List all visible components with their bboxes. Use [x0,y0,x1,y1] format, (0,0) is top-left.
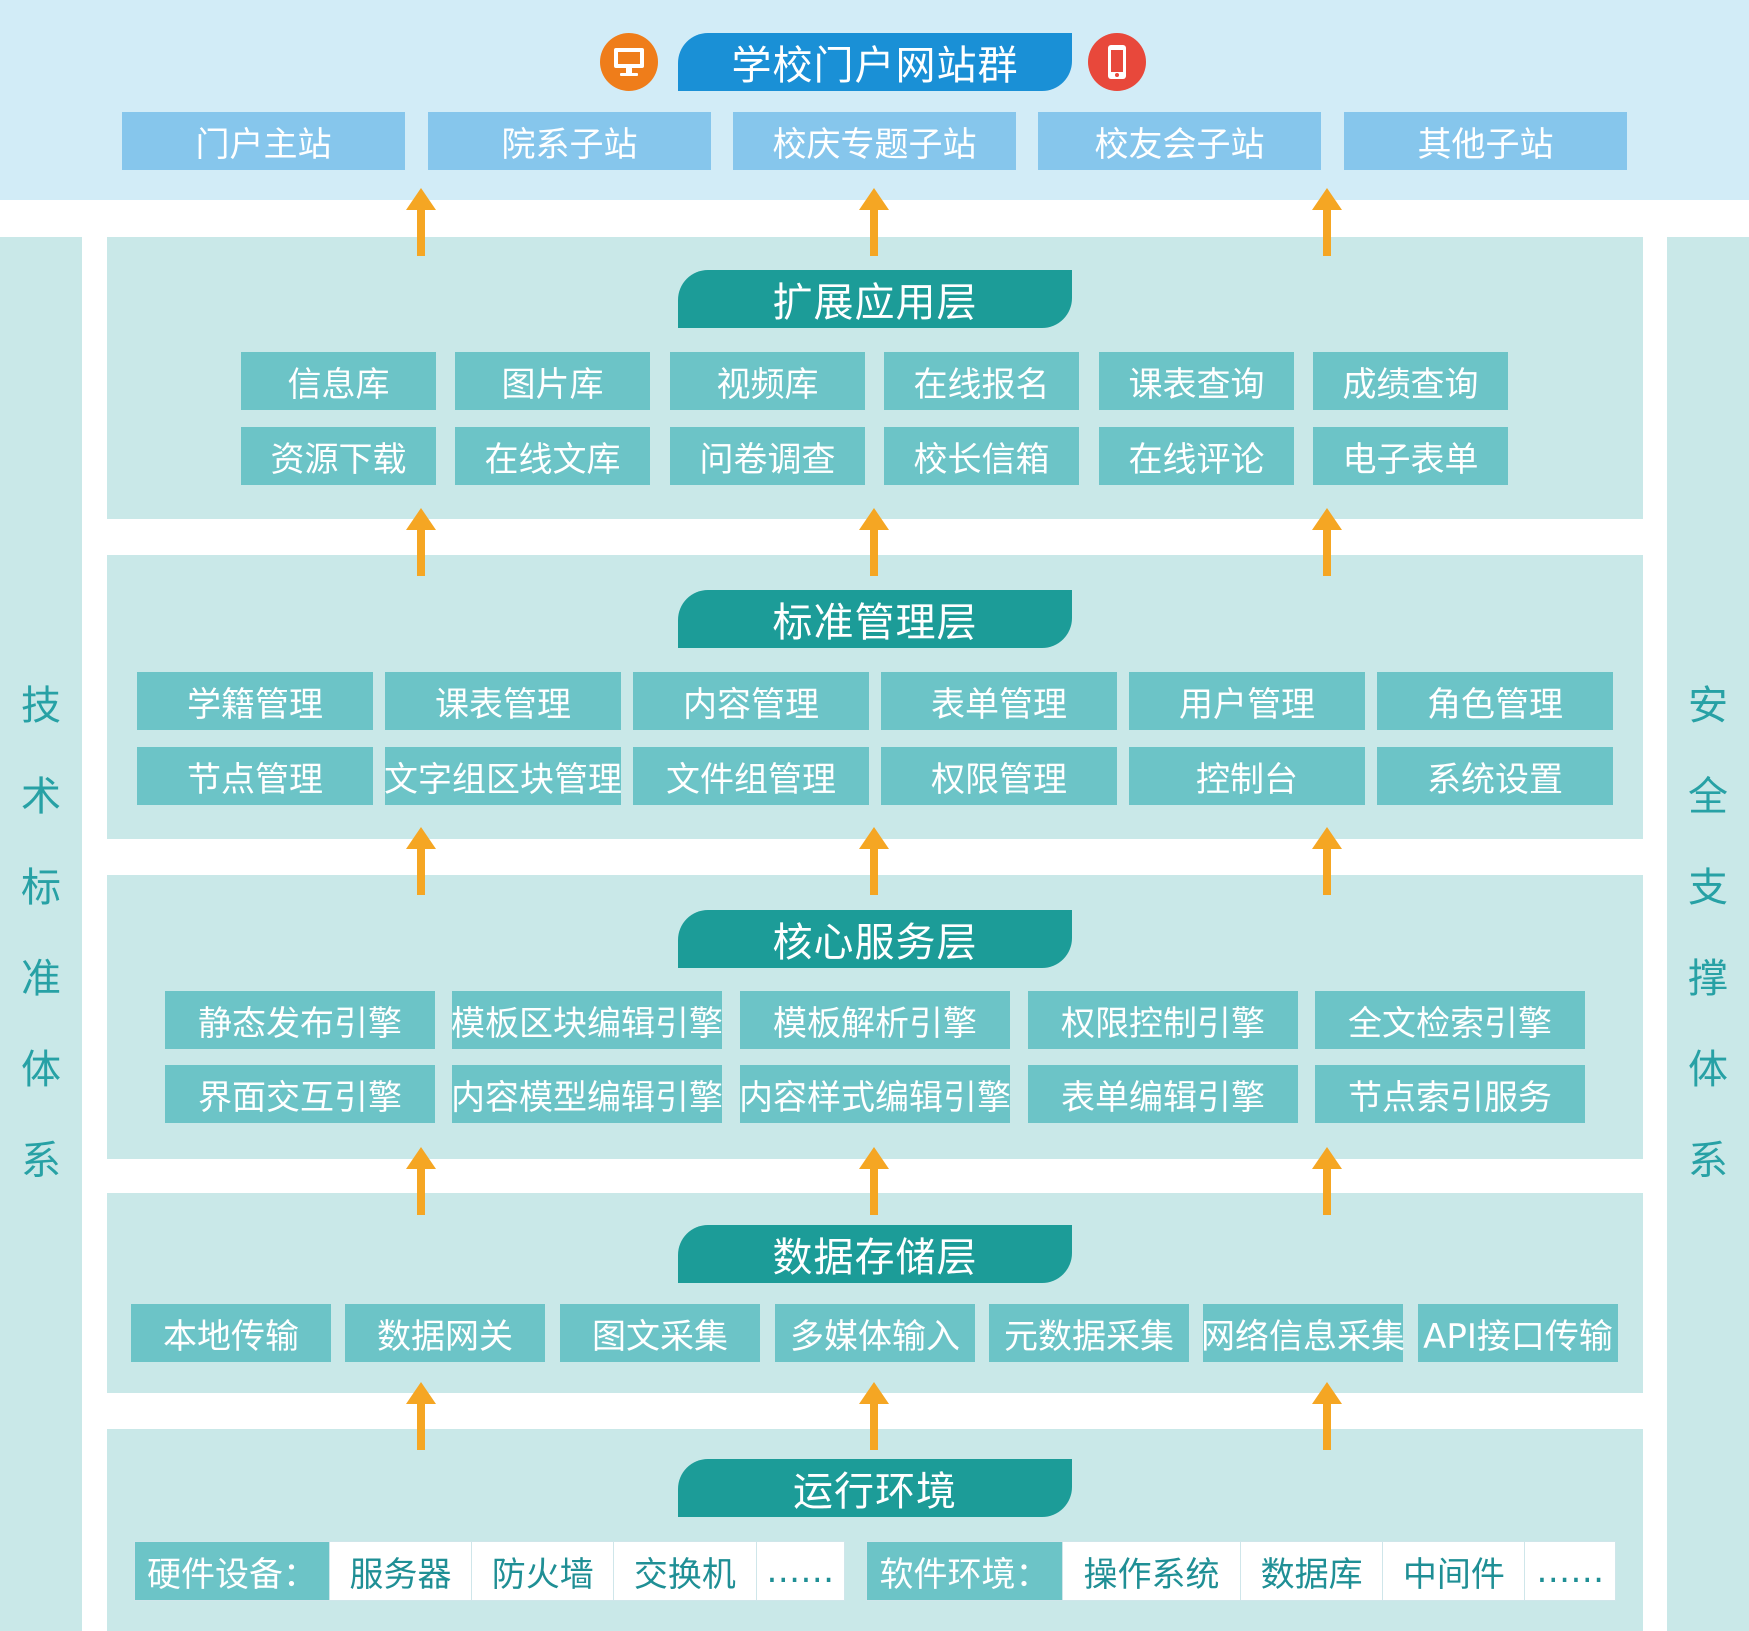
extended-item[interactable]: 在线评论 [1099,427,1294,485]
up-arrow-icon [1312,188,1342,256]
layer-title-extended: 扩展应用层 [678,270,1072,328]
side-char: 体 [21,1047,61,1093]
up-arrow-icon [406,508,436,576]
hardware-item[interactable]: …… [755,1542,845,1600]
standard-item[interactable]: 角色管理 [1377,672,1613,730]
extended-item[interactable]: 课表查询 [1099,352,1294,410]
up-arrow-icon [1312,508,1342,576]
portal-band [0,0,1749,200]
side-char: 撑 [1688,956,1728,1002]
portal-title: 学校门户网站群 [678,33,1072,91]
side-char: 准 [21,956,61,1002]
extended-item[interactable]: 在线报名 [884,352,1079,410]
up-arrow-icon [406,188,436,256]
hardware-item[interactable]: 交换机 [613,1542,755,1600]
extended-item[interactable]: 校长信箱 [884,427,1079,485]
portal-site[interactable]: 校友会子站 [1038,112,1321,170]
extended-item[interactable]: 资源下载 [241,427,436,485]
extended-item[interactable]: 图片库 [455,352,650,410]
up-arrow-icon [859,827,889,895]
up-arrow-icon [406,1382,436,1450]
portal-site[interactable]: 其他子站 [1344,112,1627,170]
standard-item[interactable]: 文件组管理 [633,747,869,805]
storage-item[interactable]: 数据网关 [345,1304,545,1362]
side-char: 技 [21,683,61,729]
side-char: 支 [1688,865,1728,911]
layer-title-storage: 数据存储层 [678,1225,1072,1283]
standard-item[interactable]: 内容管理 [633,672,869,730]
side-char: 安 [1688,683,1728,729]
standard-item[interactable]: 系统设置 [1377,747,1613,805]
side-char: 系 [1688,1138,1728,1184]
storage-item[interactable]: 多媒体输入 [775,1304,975,1362]
extended-item[interactable]: 在线文库 [455,427,650,485]
storage-item[interactable]: 网络信息采集 [1201,1304,1405,1362]
layer-title-core: 核心服务层 [678,910,1072,968]
core-item[interactable]: 静态发布引擎 [165,991,435,1049]
standard-item[interactable]: 权限管理 [881,747,1117,805]
standard-item[interactable]: 控制台 [1129,747,1365,805]
side-char: 全 [1688,774,1728,820]
up-arrow-icon [1312,1382,1342,1450]
layer-title-standard: 标准管理层 [678,590,1072,648]
core-item[interactable]: 节点索引服务 [1315,1065,1585,1123]
core-item[interactable]: 界面交互引擎 [165,1065,435,1123]
software-group: 软件环境： 操作系统 数据库 中间件 …… [866,1541,1616,1601]
software-item[interactable]: …… [1524,1542,1615,1600]
standard-item[interactable]: 文字组区块管理 [384,747,622,805]
up-arrow-icon [859,1382,889,1450]
up-arrow-icon [859,1147,889,1215]
core-item[interactable]: 全文检索引擎 [1315,991,1585,1049]
extended-item[interactable]: 电子表单 [1313,427,1508,485]
hardware-item[interactable]: 服务器 [328,1542,471,1600]
portal-site[interactable]: 院系子站 [428,112,711,170]
tech-standard-column: 技 术 标 准 体 系 [0,237,82,1631]
storage-item[interactable]: API接口传输 [1418,1304,1618,1362]
core-item[interactable]: 权限控制引擎 [1028,991,1298,1049]
storage-item[interactable]: 本地传输 [131,1304,331,1362]
up-arrow-icon [1312,827,1342,895]
standard-item[interactable]: 学籍管理 [137,672,373,730]
side-char: 体 [1688,1047,1728,1093]
core-item[interactable]: 表单编辑引擎 [1028,1065,1298,1123]
hardware-item[interactable]: 防火墙 [471,1542,613,1600]
standard-item[interactable]: 表单管理 [881,672,1117,730]
security-support-column: 安 全 支 撑 体 系 [1667,237,1749,1631]
up-arrow-icon [1312,1147,1342,1215]
software-item[interactable]: 操作系统 [1061,1542,1240,1600]
extended-item[interactable]: 信息库 [241,352,436,410]
core-item[interactable]: 内容样式编辑引擎 [739,1065,1011,1123]
up-arrow-icon [859,188,889,256]
up-arrow-icon [406,1147,436,1215]
standard-item[interactable]: 节点管理 [137,747,373,805]
software-item[interactable]: 中间件 [1382,1542,1524,1600]
portal-site[interactable]: 校庆专题子站 [733,112,1016,170]
core-item[interactable]: 模板区块编辑引擎 [451,991,723,1049]
standard-item[interactable]: 用户管理 [1129,672,1365,730]
extended-item[interactable]: 成绩查询 [1313,352,1508,410]
up-arrow-icon [406,827,436,895]
storage-item[interactable]: 图文采集 [560,1304,760,1362]
standard-item[interactable]: 课表管理 [385,672,621,730]
software-item[interactable]: 数据库 [1240,1542,1382,1600]
extended-item[interactable]: 视频库 [670,352,865,410]
data-storage-layer [107,1193,1643,1393]
hardware-label: 硬件设备： [135,1542,329,1600]
side-char: 系 [21,1138,61,1184]
side-char: 术 [21,774,61,820]
monitor-icon [600,33,658,91]
portal-site[interactable]: 门户主站 [122,112,405,170]
hardware-group: 硬件设备： 服务器 防火墙 交换机 …… [134,1541,845,1601]
storage-item[interactable]: 元数据采集 [989,1304,1189,1362]
core-item[interactable]: 内容模型编辑引擎 [451,1065,723,1123]
up-arrow-icon [859,508,889,576]
layer-title-runtime: 运行环境 [678,1459,1072,1517]
extended-item[interactable]: 问卷调查 [670,427,865,485]
software-label: 软件环境： [867,1542,1062,1600]
mobile-phone-icon [1088,33,1146,91]
core-item[interactable]: 模板解析引擎 [740,991,1010,1049]
side-char: 标 [21,865,61,911]
